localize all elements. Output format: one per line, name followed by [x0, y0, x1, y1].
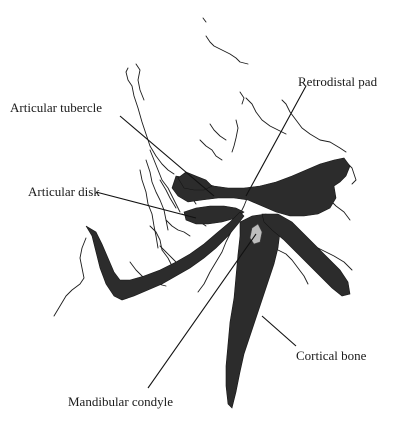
label-articular-tubercle: Articular tubercle	[10, 100, 102, 115]
mandibular-condyle-shaft	[226, 214, 280, 408]
anatomy-labels: Retrodistal pad Articular tubercle Artic…	[10, 74, 378, 409]
ramus-band	[86, 212, 244, 300]
label-cortical-bone: Cortical bone	[296, 348, 367, 363]
leader-cortical-bone	[262, 316, 296, 346]
soft-tissue-masses	[86, 158, 350, 408]
bone-contour-traces	[54, 18, 356, 316]
label-mandibular-condyle: Mandibular condyle	[68, 394, 173, 409]
label-retrodistal-pad: Retrodistal pad	[298, 74, 378, 89]
label-articular-disk: Articular disk	[28, 184, 100, 199]
leader-articular-tubercle	[120, 116, 214, 196]
